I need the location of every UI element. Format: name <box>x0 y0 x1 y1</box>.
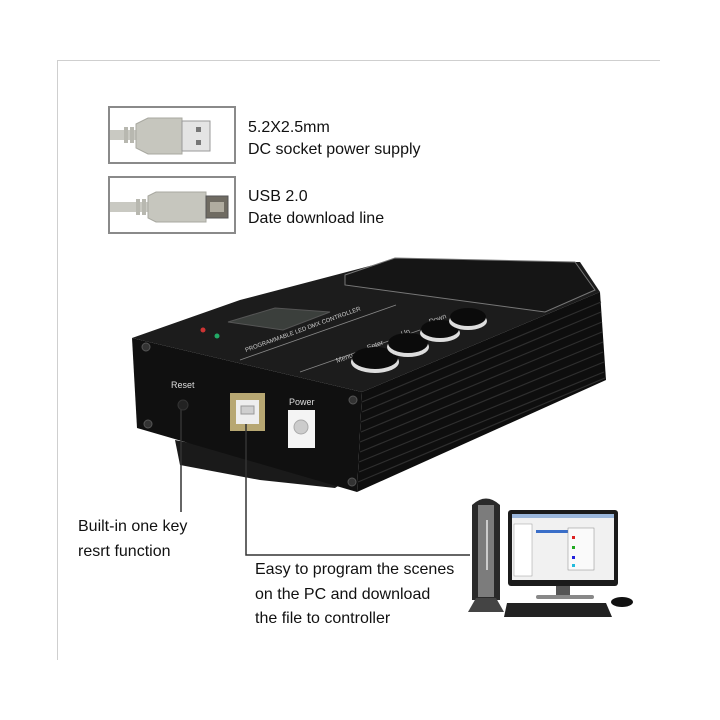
reset-label: Reset <box>171 380 195 390</box>
cable-desc: DC socket power supply <box>248 141 421 158</box>
pc-callout-text: Easy to program the scenes on the PC and… <box>255 558 454 632</box>
usb-b-plug-photo <box>108 176 236 234</box>
usb-b-port <box>230 393 265 431</box>
keyboard <box>504 603 612 617</box>
down-button[interactable] <box>449 308 487 330</box>
frame-border-left <box>57 60 58 660</box>
menu-button[interactable] <box>351 347 399 373</box>
pc-computer-image <box>468 498 633 617</box>
power-led-icon <box>200 327 206 333</box>
cable-spec: 5.2X2.5mm <box>248 119 330 136</box>
enter-button[interactable] <box>387 333 429 357</box>
usb-callout-line <box>245 424 470 556</box>
button-label-up: Up <box>400 328 411 338</box>
usb-b-plug-icon <box>110 191 229 223</box>
callout-line: Built-in one key <box>78 518 188 535</box>
reset-button[interactable] <box>177 399 189 411</box>
cable-spec: USB 2.0 <box>248 188 308 205</box>
callout-line: on the PC and download <box>255 585 431 603</box>
callout-line: Easy to program the scenes <box>255 561 455 578</box>
usb-a-plug-icon <box>110 117 211 155</box>
cable-desc: Date download line <box>248 210 385 227</box>
signal-led-icon <box>214 333 220 339</box>
dc-power-jack <box>288 410 315 448</box>
up-button[interactable] <box>420 320 460 342</box>
frame-border-top <box>57 60 660 61</box>
callout-line: the file to controller <box>255 610 391 627</box>
mouse <box>611 597 633 607</box>
usb-a-plug-photo <box>108 106 236 164</box>
dc-power-caption: 5.2X2.5mm DC socket power supply <box>248 117 421 161</box>
reset-callout-text: Built-in one key resrt function <box>78 515 187 564</box>
lcd-display <box>227 307 331 331</box>
callout-line: resrt function <box>78 542 171 560</box>
power-label: Power <box>289 397 315 407</box>
usb-caption: USB 2.0 Date download line <box>248 186 384 230</box>
